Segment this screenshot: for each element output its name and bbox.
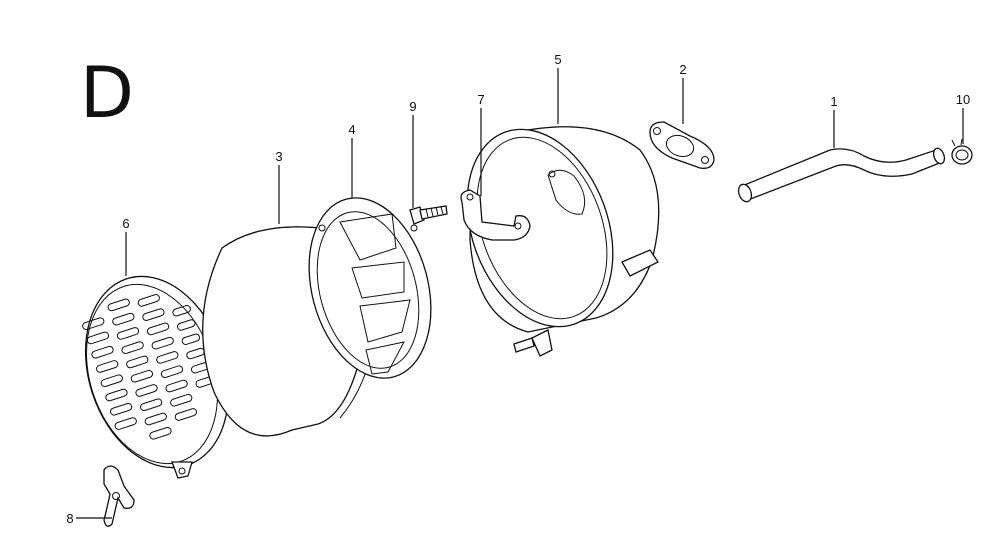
air-cleaner-case xyxy=(466,126,660,357)
filter-support-plate xyxy=(308,197,432,379)
callout-9: 9 xyxy=(409,99,416,114)
callout-4: 4 xyxy=(348,122,355,137)
callout-1: 1 xyxy=(830,94,837,109)
hose-clip xyxy=(951,138,973,165)
callout-leaders xyxy=(76,68,964,519)
callout-8: 8 xyxy=(66,511,73,526)
cover-grille-slots xyxy=(82,294,215,440)
wing-nut xyxy=(103,465,135,527)
callout-2: 2 xyxy=(679,62,686,77)
breather-tube xyxy=(737,147,946,203)
section-letter: D xyxy=(80,52,134,134)
bolt xyxy=(409,205,448,225)
callout-6: 6 xyxy=(122,216,129,231)
bracket xyxy=(460,189,531,241)
callout-10: 10 xyxy=(956,92,970,107)
callout-5: 5 xyxy=(554,52,561,67)
gasket xyxy=(649,121,715,169)
callout-3: 3 xyxy=(275,149,282,164)
callout-labels: 1 2 3 4 5 6 7 8 9 10 xyxy=(66,52,970,526)
callout-7: 7 xyxy=(477,92,484,107)
